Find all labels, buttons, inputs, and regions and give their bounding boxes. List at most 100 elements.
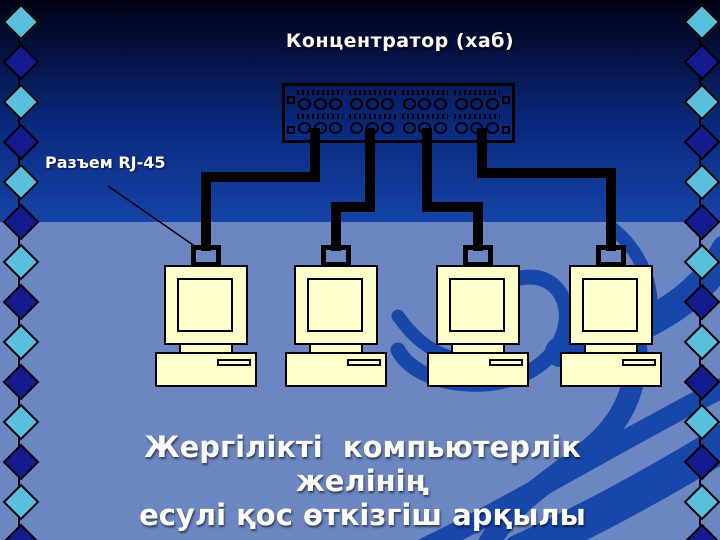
rj45-label: Разъем RJ-45 (45, 153, 166, 172)
floppy-slot-icon (622, 359, 656, 366)
diamond-icon (2, 3, 40, 41)
hub-ports (297, 96, 343, 112)
hub-ticks-icon (297, 114, 344, 119)
port-icon (485, 98, 499, 110)
diamond-icon (2, 123, 40, 161)
monitor (569, 265, 653, 345)
hub-ticks-icon (453, 114, 500, 119)
port-icon (402, 122, 416, 134)
computer-2 (285, 245, 387, 387)
hub-bracket-icon (287, 96, 295, 104)
diamond-border-right (681, 0, 720, 540)
hub-bracket-icon (502, 96, 510, 104)
diamond-icon (2, 283, 40, 321)
hub (282, 83, 515, 143)
floppy-slot-icon (217, 359, 251, 366)
diamond-border-left (0, 0, 40, 540)
diamond-icon (2, 323, 40, 361)
diamond-icon (2, 163, 40, 201)
caption: Жергілікті компьютерлік желінің есулі қо… (10, 430, 715, 532)
diamond-icon (2, 363, 40, 401)
hub-ticks-icon (349, 90, 396, 95)
diamond-icon (2, 83, 40, 121)
hub-port-group (297, 90, 344, 112)
port-icon (350, 98, 364, 110)
hub-port-group (453, 90, 500, 112)
hub-ports (454, 96, 500, 112)
screen (307, 278, 363, 332)
port-icon (418, 122, 432, 134)
hub-ports (349, 120, 395, 136)
monitor (164, 265, 248, 345)
diamond-icon (2, 243, 40, 281)
hub-ports (297, 120, 343, 136)
hub-port-row (297, 90, 500, 112)
hub-ports (402, 96, 448, 112)
computer-1 (155, 245, 257, 387)
hub-port-group (349, 114, 396, 136)
port-icon (381, 122, 395, 134)
computer-4 (560, 245, 662, 387)
diamond-icon (683, 123, 720, 161)
port-icon (470, 98, 484, 110)
diamond-icon (683, 243, 720, 281)
hub-port-group (297, 114, 344, 136)
hub-port-row (297, 114, 500, 136)
diamond-icon (683, 203, 720, 241)
caption-line-3: есулі қос өткізгіш арқылы (139, 498, 586, 532)
hub-ticks-icon (401, 90, 448, 95)
port-icon (402, 98, 416, 110)
port-icon (418, 98, 432, 110)
floppy-slot-icon (347, 359, 381, 366)
rj45-connector-icon (191, 245, 221, 267)
diamond-icon (2, 203, 40, 241)
port-icon (485, 122, 499, 134)
port-icon (329, 98, 343, 110)
monitor (294, 265, 378, 345)
port-icon (365, 122, 379, 134)
port-icon (329, 122, 343, 134)
port-icon (365, 98, 379, 110)
hub-ports (402, 120, 448, 136)
computer-3 (427, 245, 529, 387)
hub-ticks-icon (401, 114, 448, 119)
hub-ticks-icon (453, 90, 500, 95)
port-icon (433, 122, 447, 134)
monitor (436, 265, 520, 345)
port-icon (470, 122, 484, 134)
hub-bracket-icon (287, 126, 295, 134)
diamond-icon (683, 283, 720, 321)
hub-port-group (453, 114, 500, 136)
port-icon (381, 98, 395, 110)
hub-bracket-icon (502, 126, 510, 134)
caption-line-2: желінің (295, 464, 430, 498)
hub-ticks-icon (349, 114, 396, 119)
diamond-icon (683, 363, 720, 401)
slide-title: Концентратор (хаб) (285, 30, 515, 52)
hub-port-group (349, 90, 396, 112)
system-unit (560, 352, 662, 387)
hub-port-group (401, 114, 448, 136)
system-unit (285, 352, 387, 387)
port-icon (433, 98, 447, 110)
port-icon (313, 98, 327, 110)
screen (177, 278, 233, 332)
hub-ports (349, 96, 395, 112)
hub-ticks-icon (297, 90, 344, 95)
port-icon (313, 122, 327, 134)
screen (582, 278, 638, 332)
port-icon (350, 122, 364, 134)
diamond-icon (683, 83, 720, 121)
system-unit (155, 352, 257, 387)
rj45-connector-icon (463, 245, 493, 267)
diamond-icon (683, 163, 720, 201)
hub-ports (454, 120, 500, 136)
diamond-icon (2, 43, 40, 81)
rj45-connector-icon (321, 245, 351, 267)
port-icon (454, 98, 468, 110)
screen (449, 278, 505, 332)
rj45-connector-icon (596, 245, 626, 267)
hub-port-group (401, 90, 448, 112)
caption-line-1: Жергілікті компьютерлік (144, 430, 581, 464)
